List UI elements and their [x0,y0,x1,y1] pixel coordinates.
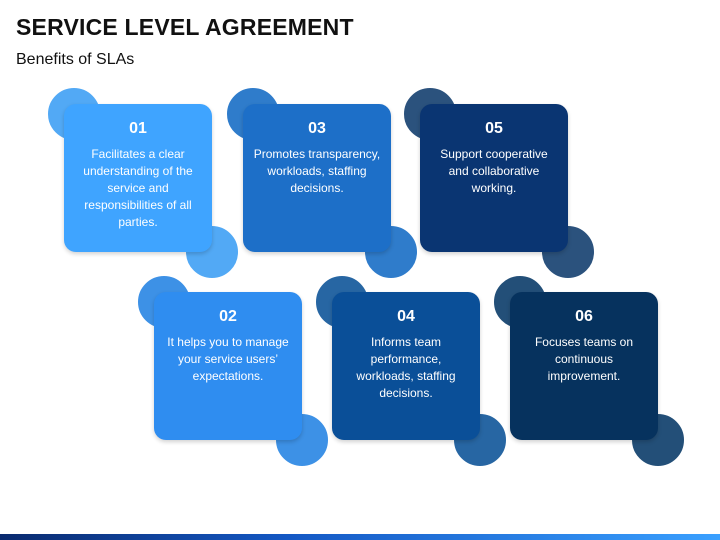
benefit-card: 04 Informs team performance, workloads, … [332,292,480,440]
benefit-text: Facilitates a clear understanding of the… [83,147,193,229]
benefit-number: 02 [219,308,237,325]
benefit-number: 06 [575,308,593,325]
page-subtitle: Benefits of SLAs [16,51,135,68]
benefit-text: Support cooperative and collaborative wo… [440,147,548,195]
benefit-item-03: 03 Promotes transparency, workloads, sta… [225,86,419,280]
bottom-accent-bar [0,534,720,540]
benefit-number: 04 [397,308,415,325]
benefit-number: 01 [129,120,147,137]
benefit-text: Promotes transparency, workloads, staffi… [253,147,381,195]
benefit-card: 02 It helps you to manage your service u… [154,292,302,440]
benefit-item-02: 02 It helps you to manage your service u… [136,274,330,468]
benefit-card: 03 Promotes transparency, workloads, sta… [243,104,391,252]
benefit-item-04: 04 Informs team performance, workloads, … [314,274,508,468]
benefit-number: 03 [308,120,326,137]
benefit-item-06: 06 Focuses teams on continuous improveme… [492,274,686,468]
benefit-number: 05 [485,120,503,137]
benefit-item-01: 01 Facilitates a clear understanding of … [46,86,240,280]
page-title: SERVICE LEVEL AGREEMENT [16,14,354,40]
benefit-text: Informs team performance, workloads, sta… [356,335,456,400]
benefit-text: It helps you to manage your service user… [167,335,289,383]
benefit-card: 01 Facilitates a clear understanding of … [64,104,212,252]
benefit-card: 05 Support cooperative and collaborative… [420,104,568,252]
benefit-item-05: 05 Support cooperative and collaborative… [402,86,596,280]
benefit-text: Focuses teams on continuous improvement. [534,335,634,383]
benefit-card: 06 Focuses teams on continuous improveme… [510,292,658,440]
